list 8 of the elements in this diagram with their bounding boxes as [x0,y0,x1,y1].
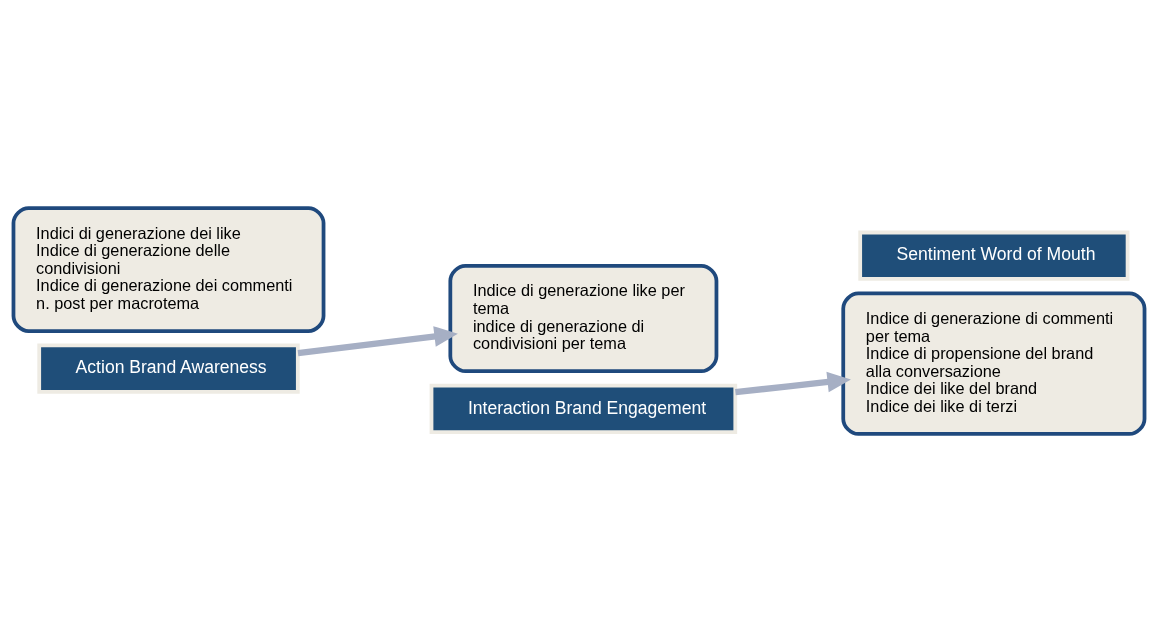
node-box: Interaction Brand Engagement [429,383,738,434]
node-box: Sentiment Word of Mouth [858,230,1130,281]
node-box: Indici di generazione dei like Indice di generazione delle condivisioni Indice di generazione dei commenti n. post per macrotema [11,205,326,333]
arrow [735,371,851,395]
arrow [297,325,458,356]
node-box: Action Brand Awareness [37,343,300,394]
node-box: Indice di generazione di commenti per tema Indice di propensione del brand alla conversazione Indice dei like del brand Indice dei like di terzi [841,291,1147,436]
node-box: Indice di generazione like per tema indice di generazione di condivisioni per tema [448,263,719,373]
